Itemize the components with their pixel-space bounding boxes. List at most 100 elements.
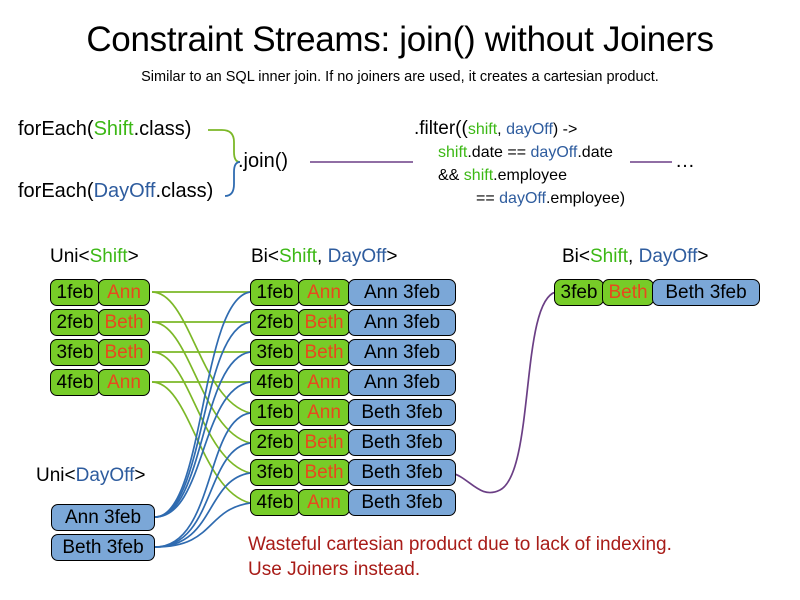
shift-date-cell: 1feb [250,399,300,426]
uni-shift-type: Shift [89,246,128,267]
shift-employee-cell: Ann [298,489,350,516]
filter-l2-date: .date [577,144,613,161]
bi-right-type2: DayOff [638,246,698,267]
bi-mid-type1: Shift [279,246,318,267]
join-label: .join() [238,150,289,172]
filter-param-dayoff: dayOff [506,121,553,138]
uni-dayoff-type: DayOff [75,465,135,486]
filter-l3-and: && [438,167,464,184]
filter-param-sep: , [497,121,507,138]
dayoff-cell: Beth 3feb [348,489,456,516]
shift-date-cell: 3feb [250,339,300,366]
foreach-dayoff-code: forEach(DayOff.class) [18,180,213,203]
warning-line-1: Wasteful cartesian product due to lack o… [248,534,672,555]
shift-date-cell: 2feb [50,309,100,336]
shift-employee-cell: Beth [602,279,654,306]
foreach-shift-suffix: .class) [133,118,192,140]
header-uni-dayoff: Uni<DayOff> [36,465,146,487]
shift-employee-cell: Ann [298,399,350,426]
bi-right-suffix: > [697,246,709,267]
filter-l2-dayoff: dayOff [530,144,578,161]
shift-employee-cell: Beth [98,309,150,336]
dayoff-cell: Beth 3feb [348,399,456,426]
filter-l4-employee: .employee) [545,190,626,207]
shift-date-cell: 4feb [250,489,300,516]
filter-l4-eq: == [476,190,500,207]
dayoff-cell: Ann 3feb [348,339,456,366]
shift-employee-cell: Beth [298,339,350,366]
filter-l3-employee: .employee [493,167,567,184]
bi-mid-sep: , [317,246,328,267]
shift-date-cell: 3feb [250,459,300,486]
shift-employee-cell: Beth [298,459,350,486]
dayoff-type-token: DayOff [93,180,156,202]
page-subtitle: Similar to an SQL inner join. If no join… [141,69,659,85]
filter-l2-eq: .date == [467,144,531,161]
bi-mid-suffix: > [386,246,398,267]
dayoff-cell: Ann 3feb [51,504,155,531]
header-bi-right: Bi<Shift, DayOff> [562,246,708,268]
shift-employee-cell: Ann [98,279,150,306]
bi-right-sep: , [628,246,639,267]
shift-employee-cell: Beth [298,429,350,456]
dayoff-cell: Beth 3feb [51,534,155,561]
uni-dayoff-card[interactable]: Ann 3feb [51,504,155,531]
shift-date-cell: 1feb [50,279,100,306]
shift-employee-cell: Ann [298,279,350,306]
bi-right-prefix: Bi< [562,246,590,267]
dayoff-cell: Beth 3feb [652,279,760,306]
header-bi-mid: Bi<Shift, DayOff> [251,246,397,268]
filter-l2-shift: shift [438,144,468,161]
shift-date-cell: 3feb [50,339,100,366]
foreach-shift-prefix: forEach( [18,118,94,140]
filter-open: .filter(( [414,118,468,139]
ellipsis-label: … [675,150,695,172]
shift-date-cell: 1feb [250,279,300,306]
shift-date-cell: 4feb [250,369,300,396]
foreach-dayoff-suffix: .class) [155,180,214,202]
dayoff-cell: Ann 3feb [348,279,456,306]
foreach-dayoff-prefix: forEach( [18,180,94,202]
shift-date-cell: 4feb [50,369,100,396]
dayoff-cell: Beth 3feb [348,459,456,486]
dayoff-cell: Beth 3feb [348,429,456,456]
header-uni-shift: Uni<Shift> [50,246,139,268]
shift-date-cell: 2feb [250,429,300,456]
bi-mid-type2: DayOff [327,246,387,267]
filter-line-3: && shift.employee [438,164,625,187]
shift-employee-cell: Beth [98,339,150,366]
filter-arrow: ) -> [552,121,578,138]
filter-l4-dayoff: dayOff [499,190,546,207]
uni-shift-suffix: > [127,246,139,267]
shift-employee-cell: Beth [298,309,350,336]
page-title: Constraint Streams: join() without Joine… [86,20,714,59]
warning-line-2: Use Joiners instead. [248,559,421,580]
uni-dayoff-card[interactable]: Beth 3feb [51,534,155,561]
filter-l3-shift: shift [463,167,494,184]
uni-dayoff-prefix: Uni< [36,465,76,486]
dayoff-cell: Ann 3feb [348,369,456,396]
uni-dayoff-suffix: > [134,465,146,486]
foreach-shift-code: forEach(Shift.class) [18,118,191,141]
bi-right-type1: Shift [590,246,629,267]
dayoff-cell: Ann 3feb [348,309,456,336]
shift-type-token: Shift [93,118,134,140]
warning-text: Wasteful cartesian product due to lack o… [248,532,672,582]
shift-employee-cell: Ann [298,369,350,396]
shift-date-cell: 3feb [554,279,604,306]
filter-line-4: == dayOff.employee) [476,187,625,210]
